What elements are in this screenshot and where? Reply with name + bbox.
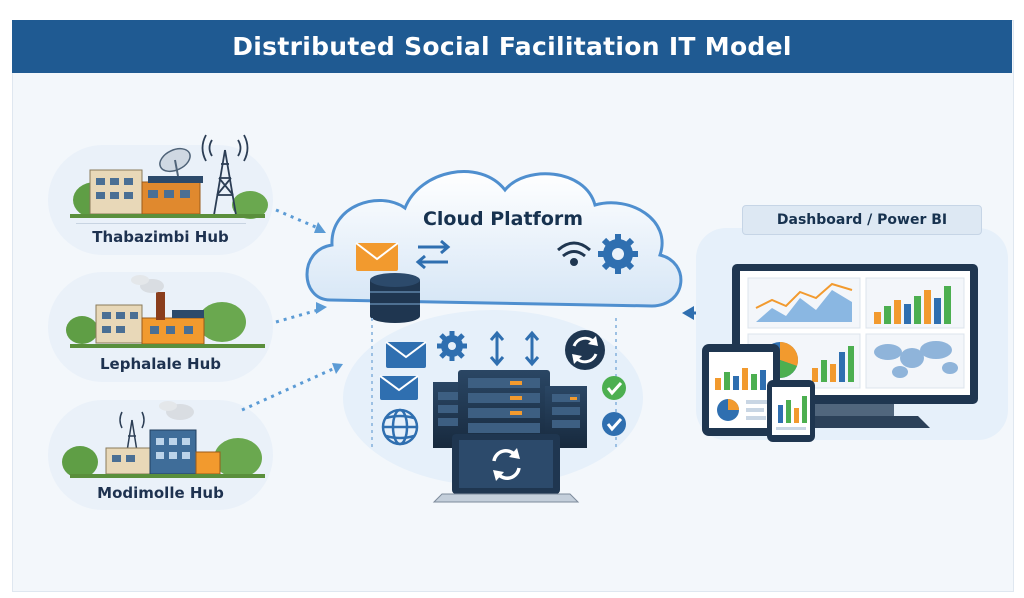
- database-icon: [370, 273, 420, 323]
- hub-divider: [76, 223, 246, 224]
- gear-icon: [598, 234, 638, 274]
- laptop-icon: [432, 434, 580, 503]
- arrows-icon: [415, 239, 451, 270]
- arrow-heads: [314, 222, 343, 374]
- sync-icon: [565, 330, 605, 370]
- hub-label-modimolle: Modimolle Hub: [97, 484, 224, 502]
- hub-label-lephalale: Lephalale Hub: [99, 355, 222, 373]
- envelope-icon: [355, 242, 399, 271]
- envelope-icon: [379, 375, 419, 400]
- radio-tower-icon: [201, 134, 249, 216]
- cloud-shape: [305, 170, 683, 308]
- factory-icon: [131, 275, 205, 345]
- title-bar: Distributed Social Facilitation IT Model: [12, 20, 1012, 73]
- dashboard-label: Dashboard / Power BI: [776, 212, 948, 228]
- envelope-icon: [385, 341, 427, 368]
- server-rack-icon: [433, 370, 587, 452]
- dashboard-header: Dashboard / Power BI: [742, 205, 982, 235]
- arrows-icon: [489, 330, 540, 367]
- cloud-platform-label: Cloud Platform: [422, 208, 584, 230]
- hub-scene-thabazimbi: [70, 134, 268, 219]
- check-icon: [602, 412, 626, 436]
- hub-scene-lephalale: [66, 275, 265, 348]
- gear-icon: [437, 331, 467, 361]
- diagram-title: Distributed Social Facilitation IT Model: [232, 32, 792, 61]
- tablet-icon: [702, 344, 780, 436]
- wifi-icon: [557, 241, 591, 266]
- check-icon: [602, 376, 626, 400]
- globe-icon: [381, 408, 419, 446]
- hub-scene-modimolle: [62, 401, 265, 478]
- hub-connectors: [241, 208, 336, 412]
- phone-icon: [767, 380, 815, 442]
- sync-icon: [492, 448, 521, 481]
- hub-label-thabazimbi: Thabazimbi Hub: [92, 228, 229, 246]
- satellite-dish-icon: [159, 147, 191, 177]
